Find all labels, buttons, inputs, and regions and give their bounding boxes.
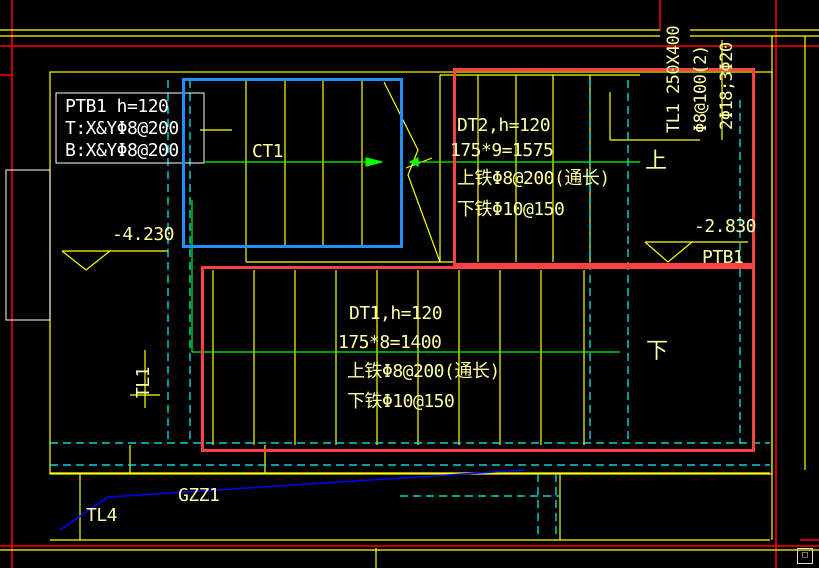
dt1-bottom-rebar-label: 下铁Φ10@150	[347, 391, 455, 412]
dt2-top-rebar-label: 上铁Φ8@200(通长)	[457, 168, 610, 189]
dt2-highlight-box	[453, 68, 755, 266]
side-frame	[5, 169, 51, 321]
elevation-left-label: -4.230	[112, 224, 175, 245]
dt2-bottom-rebar-label: 下铁Φ10@150	[457, 199, 565, 220]
up-arrow-label: 上	[645, 149, 667, 174]
ptb1-title-label: PTB1 h=120	[65, 96, 169, 117]
dt1-top-rebar-label: 上铁Φ8@200(通长)	[347, 361, 500, 382]
tl4-label: TL4	[86, 505, 118, 526]
gzz1-line	[59, 469, 526, 531]
gzz1-label: GZZ1	[178, 485, 220, 506]
dashed-lines	[50, 80, 770, 540]
tl1-beam-label: TL1 250X400	[664, 25, 684, 133]
elevation-right-label: -2.830	[694, 216, 757, 237]
dt1-title-label: DT1,h=120	[349, 303, 443, 324]
tl1-rebar-label: 2Φ18;3Φ20	[717, 42, 737, 130]
ptb1-bottom-rebar-label: B:X&YΦ8@200	[65, 140, 179, 161]
tl1-left-label: TL1	[133, 366, 154, 398]
ct1-label: CT1	[252, 141, 284, 162]
snapshot-icon[interactable]: □	[797, 548, 813, 564]
dt2-title-label: DT2,h=120	[457, 115, 551, 136]
ptb1-label-frame	[55, 92, 205, 164]
ct1-highlight-box	[182, 78, 403, 248]
dt2-dims-label: 175*9=1575	[450, 140, 554, 161]
down-arrow-label: 下	[646, 339, 668, 364]
tl1-stirrup-label: Φ8@100(2)	[691, 45, 711, 133]
ptb1-top-rebar-label: T:X&YΦ8@200	[65, 118, 179, 139]
walk-lines	[191, 157, 640, 353]
dt1-dims-label: 175*8=1400	[338, 332, 442, 353]
dt1-highlight-box	[201, 266, 755, 452]
ptb1-right-label: PTB1	[702, 247, 744, 268]
